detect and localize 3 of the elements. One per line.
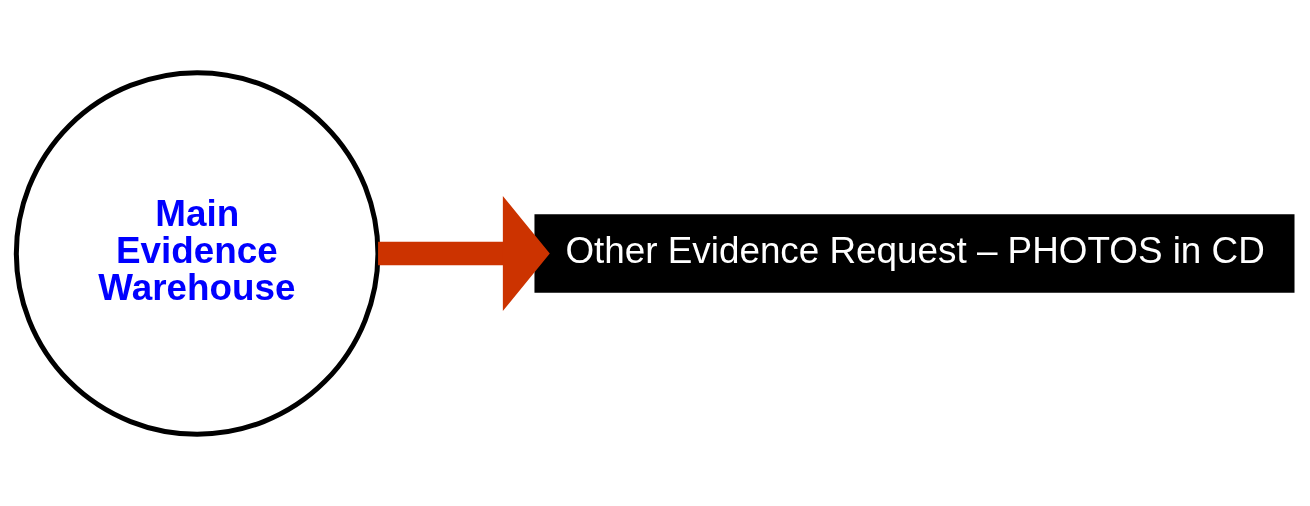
node-circle: Main Evidence Warehouse [13,69,381,437]
arrow [378,195,550,311]
node-box: Other Evidence Request – PHOTOS in CD [534,213,1295,293]
